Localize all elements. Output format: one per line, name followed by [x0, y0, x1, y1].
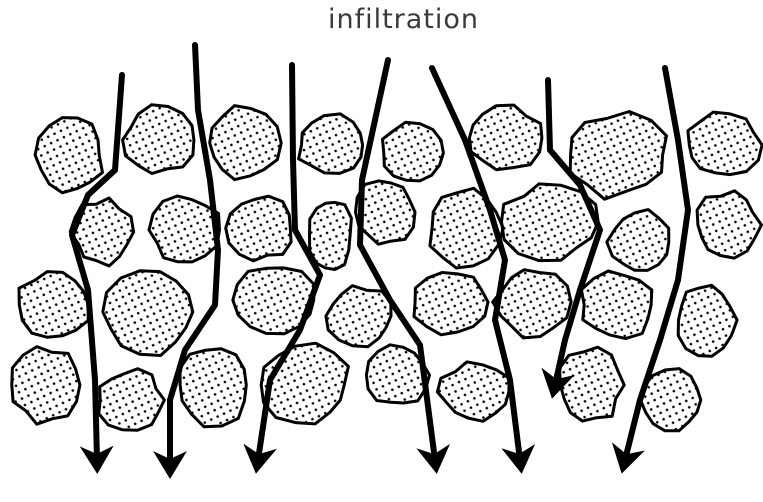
- soil-particle-icon: [607, 210, 669, 271]
- soil-particle-icon: [469, 105, 542, 170]
- soil-particle-icon: [180, 349, 246, 427]
- soil-particle-icon: [326, 286, 391, 347]
- soil-particle-icon: [697, 191, 761, 258]
- soil-particle-icon: [581, 271, 651, 339]
- soil-particle-icon: [430, 188, 503, 268]
- soil-particle-icon: [19, 272, 89, 338]
- soil-particle-icon: [261, 343, 348, 424]
- soil-particle-icon: [103, 271, 193, 356]
- soil-particle-icon: [678, 285, 737, 356]
- soil-particle-icon: [299, 114, 363, 173]
- soil-particles: [12, 105, 762, 431]
- soil-particle-icon: [570, 112, 666, 200]
- soil-particle-icon: [99, 369, 165, 431]
- soil-particle-icon: [35, 118, 102, 193]
- soil-particle-icon: [688, 112, 762, 175]
- soil-particle-icon: [226, 196, 291, 261]
- soil-particle-icon: [149, 196, 220, 262]
- soil-particle-icon: [310, 202, 352, 269]
- soil-particle-icon: [12, 347, 80, 425]
- soil-particle-icon: [210, 106, 282, 180]
- soil-particle-icon: [414, 273, 488, 335]
- soil-particle-icon: [437, 362, 509, 421]
- soil-particle-icon: [560, 347, 625, 421]
- soil-particle-icon: [123, 105, 194, 174]
- soil-particle-icon: [383, 122, 444, 181]
